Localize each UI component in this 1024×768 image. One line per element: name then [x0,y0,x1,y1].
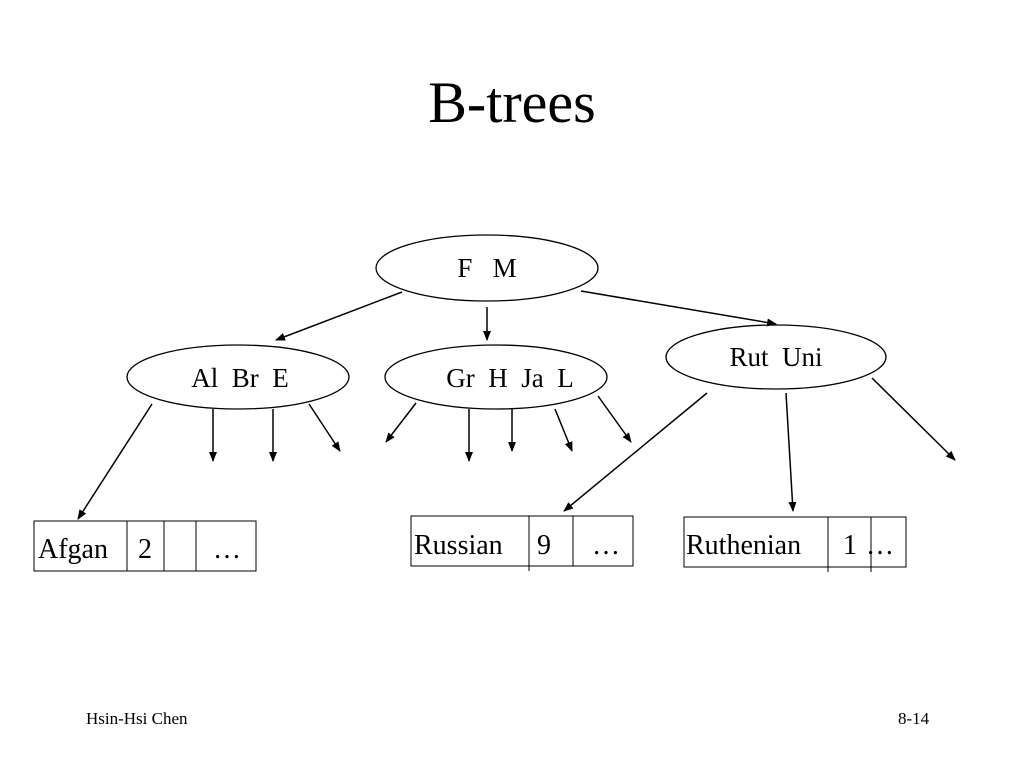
child-pointer [597,395,632,443]
internal-node-keys: Rut Uni [729,342,822,372]
leaf-ellipsis: … [592,530,620,561]
root-node-keys: F M [457,253,516,283]
edge-to-ruthenian-leaf [785,392,797,512]
edge-to-russian-leaf [563,392,708,512]
internal-node-keys: Al Br E [191,363,289,393]
leaf-count: 2 [138,534,152,565]
leaf-count: 1 [843,530,857,561]
edge-root-to-al-br-e [275,291,403,341]
leaf-word: Ruthenian [686,530,801,561]
child-pointer [871,377,956,461]
internal-node-gr-h-ja-l: Gr H Ja L [384,344,608,410]
child-pointer [554,408,573,452]
internal-node-rut-uni: Rut Uni [665,324,887,390]
footer-author: Hsin-Hsi Chen [86,709,188,728]
leaf-word: Afgan [38,534,108,565]
page-number: 8-14 [898,709,930,728]
internal-node-al-br-e: Al Br E [126,344,350,410]
leaf-record-russian: Russian 9 … [410,515,634,571]
internal-node-keys: Gr H Ja L [446,363,573,393]
leaf-count: 9 [537,530,551,561]
rut-uni-child-pointers [563,377,956,512]
leaf-word: Russian [414,530,503,561]
root-edges [275,290,777,341]
leaf-record-afgan: Afgan 2 … [33,520,257,572]
root-node: F M [375,234,599,302]
page-title: B-trees [428,70,596,135]
leaf-ellipsis: … [213,534,241,565]
edge-root-to-rut-uni [580,290,777,327]
edge-to-afgan-leaf [77,403,153,520]
leaf-record-ruthenian: Ruthenian 1 … [683,516,907,572]
child-pointer [308,403,341,452]
al-br-e-child-pointers [77,403,341,520]
child-pointer [385,402,417,443]
leaf-ellipsis: … [866,530,894,561]
gr-h-ja-l-child-pointers [385,395,632,462]
